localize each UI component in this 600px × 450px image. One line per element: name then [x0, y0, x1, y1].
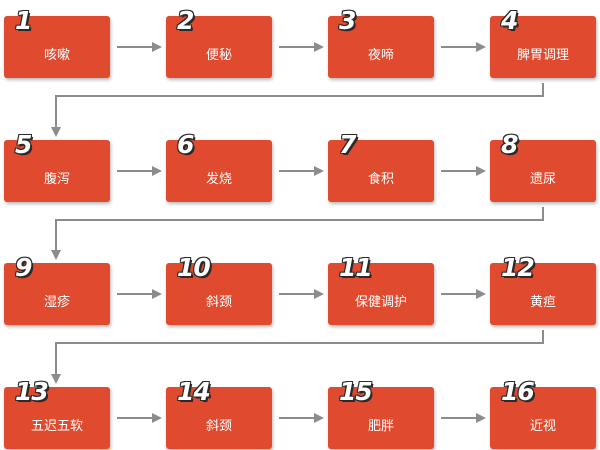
step-number: 16 [501, 377, 535, 406]
step-number: 9 [15, 253, 32, 282]
step-number: 11 [339, 253, 373, 282]
step-number: 14 [177, 377, 211, 406]
step-box: 4 脾胃调理 [490, 7, 596, 78]
step-label: 遗尿 [529, 172, 556, 187]
step-number: 1 [15, 6, 32, 35]
step-label: 湿疹 [43, 295, 70, 310]
step-label: 肥胖 [367, 419, 394, 434]
step-box: 6 发烧 [166, 131, 272, 202]
row-connector-arrow [51, 207, 544, 260]
step-number: 13 [15, 377, 49, 406]
step-label: 五迟五软 [30, 419, 83, 434]
step-box: 12 黄疸 [490, 254, 596, 325]
step-label: 斜颈 [205, 419, 232, 434]
step-box: 10 斜颈 [166, 254, 272, 325]
step-box: 7 食积 [328, 131, 434, 202]
row-connector-arrow [51, 83, 544, 137]
step-number: 2 [177, 6, 194, 35]
step-box: 3 夜啼 [328, 7, 434, 78]
step-label: 便秘 [205, 48, 232, 63]
step-number: 5 [15, 130, 32, 159]
step-box: 11 保健调护 [328, 254, 434, 325]
step-box: 2 便秘 [166, 7, 272, 78]
step-box: 13 五迟五软 [4, 378, 110, 449]
step-box: 16 近视 [490, 378, 596, 449]
step-box: 5 腹泻 [4, 131, 110, 202]
step-label: 脾胃调理 [516, 48, 569, 63]
step-number: 15 [339, 377, 373, 406]
step-number: 10 [177, 253, 211, 282]
step-box: 15 肥胖 [328, 378, 434, 449]
step-label: 腹泻 [43, 172, 70, 187]
step-label: 食积 [367, 172, 394, 187]
step-number: 4 [501, 6, 518, 35]
step-label: 夜啼 [367, 48, 394, 63]
step-label: 黄疸 [529, 295, 556, 310]
step-number: 12 [501, 253, 535, 282]
step-number: 3 [339, 6, 356, 35]
step-number: 8 [501, 130, 518, 159]
step-box: 14 斜颈 [166, 378, 272, 449]
step-box: 9 湿疹 [4, 254, 110, 325]
step-label: 咳嗽 [43, 48, 70, 63]
row-connector-arrow [51, 330, 544, 384]
step-label: 发烧 [205, 172, 232, 187]
step-box: 8 遗尿 [490, 131, 596, 202]
step-number: 7 [339, 130, 356, 159]
step-label: 近视 [529, 419, 556, 434]
step-box: 1 咳嗽 [4, 7, 110, 78]
step-label: 保健调护 [354, 295, 407, 310]
step-number: 6 [177, 130, 194, 159]
step-label: 斜颈 [205, 295, 232, 310]
